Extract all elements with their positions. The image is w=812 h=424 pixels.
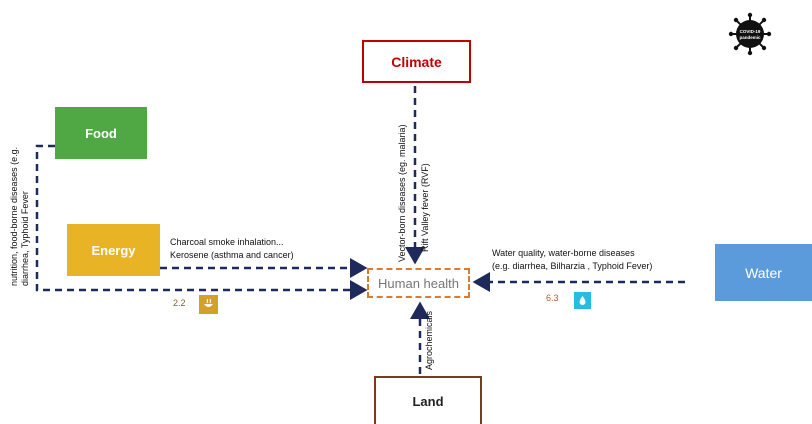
sdg-2-icon [199,295,218,314]
sdg-water-target-number: 6.3 [546,293,559,303]
water-label: Water [745,264,782,281]
human-health-label: Human health [378,275,459,291]
climate-box: Climate [362,40,471,83]
land-link-label: Agrochemicals [424,310,434,370]
human-health-box: Human health [367,268,470,298]
water-link-label-1: Water quality, water-borne diseases [492,248,635,258]
food-box: Food [55,107,147,159]
land-box: Land [374,376,482,424]
svg-text:COVID-19: COVID-19 [740,29,761,34]
food-arrow [35,144,368,300]
food-link-label: nutrition, food-borne diseases (e.g. dia… [9,146,30,286]
climate-link-label-2: Rift Valley fever (RVF) [420,163,430,252]
sdg-food-target-number: 2.2 [173,298,186,308]
climate-label: Climate [391,53,442,70]
energy-label: Energy [91,242,136,258]
land-label: Land [412,393,444,409]
energy-box: Energy [67,224,160,276]
climate-link-label-1: Vector-born diseases (eg. malaria) [397,124,407,262]
water-box: Water [715,244,812,301]
energy-link-label-1: Charcoal smoke inhalation... [170,237,284,247]
water-link-label-2: (e.g. diarrhea, Bilharzia , Typhoid Feve… [492,261,653,271]
energy-link-label-2: Kerosene (asthma and cancer) [170,250,294,260]
svg-text:pandemic: pandemic [739,35,761,40]
sdg-6-icon [574,292,591,309]
food-label: Food [85,125,117,141]
covid-pandemic-virus-icon: COVID-19 pandemic [728,12,772,56]
